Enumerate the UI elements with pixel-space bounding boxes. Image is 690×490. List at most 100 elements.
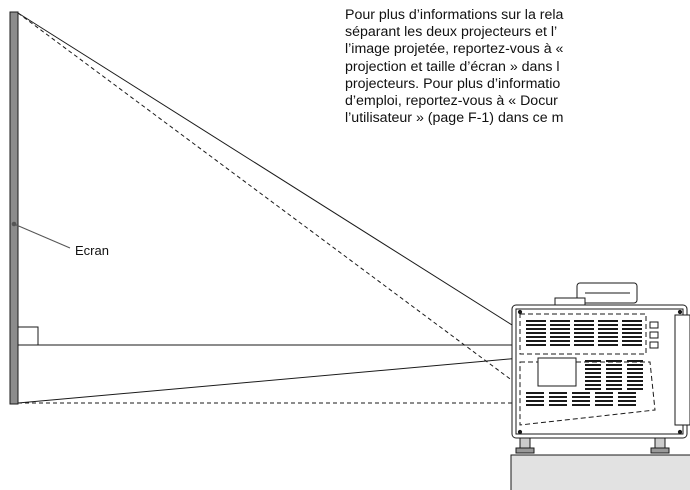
vent-slat	[550, 336, 570, 338]
screen-label-dot	[11, 221, 17, 227]
caption-line-2: séparant les deux projecteurs et l’	[345, 24, 558, 41]
vent-slat	[526, 344, 546, 346]
vent-slat	[606, 388, 622, 390]
vent-slat	[606, 372, 622, 374]
vent-slat	[598, 324, 618, 326]
vent-slat	[606, 364, 622, 366]
vent-region-lower	[519, 361, 656, 426]
vent-slat	[622, 332, 642, 334]
vent-slat	[585, 364, 601, 366]
vent-slat	[618, 392, 636, 394]
vent-slat	[550, 320, 570, 322]
vent-slat	[574, 336, 594, 338]
caption-text: Pour plus d’informations sur la rela sép…	[345, 7, 690, 127]
caption-line-6: d’emploi, reportez-vous à « Docur	[345, 93, 558, 110]
vent-slat	[572, 396, 590, 398]
vent-slat	[585, 368, 601, 370]
vent-slat	[526, 340, 546, 342]
vent-slat	[595, 392, 613, 394]
vent-slat	[627, 388, 643, 390]
vent-slat	[585, 372, 601, 374]
vent-slat	[622, 336, 642, 338]
beam-dashed-top	[17, 12, 526, 391]
vent-slat	[574, 332, 594, 334]
vent-slat	[618, 396, 636, 398]
vent-slat	[550, 332, 570, 334]
vent-slat	[606, 376, 622, 378]
caption-line-1: Pour plus d’informations sur la rela	[345, 7, 564, 23]
vent-slat	[595, 404, 613, 406]
vent-slat	[595, 400, 613, 402]
vent-slat	[622, 344, 642, 346]
vent-slat	[627, 364, 643, 366]
vent-slat	[598, 328, 618, 330]
vent-slat	[627, 376, 643, 378]
vent-slat	[598, 332, 618, 334]
caption-line-4: projection et taille d’écran » dans l	[345, 58, 560, 75]
vent-slat	[598, 336, 618, 338]
projector-table	[510, 454, 690, 490]
beam-solid-top	[17, 12, 521, 331]
vent-slat	[627, 368, 643, 370]
vent-slat	[598, 344, 618, 346]
vent-slat	[574, 344, 594, 346]
vent-slat	[627, 384, 643, 386]
vent-slat	[526, 324, 546, 326]
vent-slat	[585, 380, 601, 382]
vent-slat	[574, 328, 594, 330]
vent-slat	[526, 392, 544, 394]
vent-slat	[606, 360, 622, 362]
caption-line-5: projecteurs. Pour plus d’informatio	[345, 75, 561, 92]
screen-label: Ecran	[75, 243, 109, 258]
vent-slat	[550, 344, 570, 346]
projection-screen	[9, 11, 19, 405]
vent-slat	[627, 372, 643, 374]
vent-slat	[526, 332, 546, 334]
caption-line-7: l’utilisateur » (page F-1) dans ce m	[345, 110, 564, 127]
vent-region-upper	[519, 313, 647, 355]
vent-slat	[550, 340, 570, 342]
caption-line-3: l’image projetée, reportez-vous à «	[345, 41, 564, 58]
vent-slat	[574, 320, 594, 322]
vent-slat	[618, 400, 636, 402]
vent-slat	[526, 320, 546, 322]
vent-slat	[549, 396, 567, 398]
vent-slat	[627, 360, 643, 362]
projection-beam	[17, 12, 526, 404]
vent-slat	[622, 328, 642, 330]
vent-slat	[549, 400, 567, 402]
vent-slat	[549, 404, 567, 406]
vent-slat	[606, 380, 622, 382]
vent-slat	[526, 396, 544, 398]
vent-slat	[606, 368, 622, 370]
vent-slat	[622, 324, 642, 326]
vent-slat	[585, 388, 601, 390]
vent-slat	[572, 392, 590, 394]
vent-slat	[550, 324, 570, 326]
right-angle-marker	[18, 326, 39, 345]
vent-slat	[622, 320, 642, 322]
vent-slat	[526, 404, 544, 406]
vent-slat	[526, 400, 544, 402]
vent-slat	[618, 404, 636, 406]
vent-slat	[550, 328, 570, 330]
vent-slat	[598, 320, 618, 322]
vent-slat	[572, 400, 590, 402]
vent-slat	[526, 328, 546, 330]
vent-slat	[585, 376, 601, 378]
screen-label-leader	[13, 223, 71, 249]
vent-slat	[574, 340, 594, 342]
vent-slat	[526, 336, 546, 338]
vent-slat	[595, 396, 613, 398]
vent-slat	[585, 360, 601, 362]
vent-slat	[606, 384, 622, 386]
vent-slat	[627, 380, 643, 382]
vent-slat	[585, 384, 601, 386]
vent-slat	[598, 340, 618, 342]
beam-solid-bottom	[17, 357, 521, 404]
vent-slat	[549, 392, 567, 394]
vent-slat	[574, 324, 594, 326]
vent-slat	[572, 404, 590, 406]
projector-vents	[526, 320, 643, 406]
